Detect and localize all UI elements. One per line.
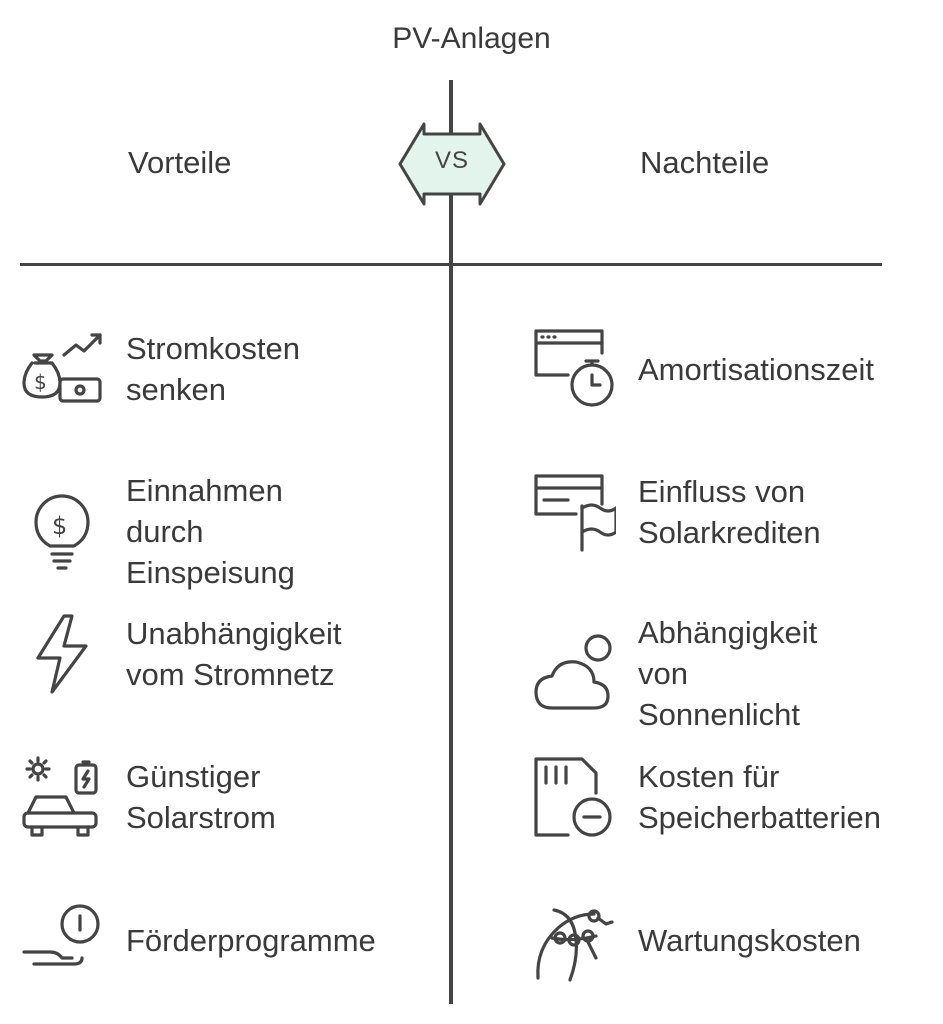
advantage-item: Unabhängigkeit vom Stromnetz	[20, 612, 341, 696]
horizontal-divider	[20, 263, 882, 266]
svg-text:$: $	[52, 512, 67, 540]
disadvantage-item: Einfluss von Solarkrediten	[532, 470, 821, 554]
solar-car-battery-icon	[20, 755, 104, 839]
advantage-label: Günstiger Solarstrom	[126, 759, 276, 835]
disadvantage-item: Amortisationszeit	[532, 327, 874, 411]
advantage-item: $ Stromkosten senken	[20, 327, 300, 411]
disadvantage-item: Wartungskosten	[532, 898, 861, 982]
advantage-item: Günstiger Solarstrom	[20, 755, 276, 839]
svg-text:$: $	[34, 370, 47, 394]
network-nodes-icon	[532, 898, 616, 982]
vertical-divider	[449, 80, 453, 1004]
disadvantage-label: Amortisationszeit	[638, 351, 875, 387]
disadvantage-label: Wartungskosten	[638, 922, 861, 958]
card-flag-icon	[532, 470, 616, 554]
cloud-sun-icon	[532, 632, 616, 716]
disadvantage-item: Kosten für Speicherbatterien	[532, 755, 881, 839]
disadvantage-label: Abhängigkeit von Sonnenlicht	[638, 615, 818, 732]
hand-coin-icon	[20, 898, 104, 982]
disadvantage-label: Einfluss von Solarkrediten	[638, 474, 821, 550]
window-stopwatch-icon	[532, 327, 616, 411]
advantage-item: $ Einnahmen durch Einspeisung	[20, 470, 295, 593]
advantage-label: Stromkosten senken	[126, 331, 301, 407]
diagram-title: PV-Anlagen	[392, 22, 551, 55]
lightning-icon	[20, 612, 104, 696]
vs-label: VS	[434, 147, 469, 174]
dollar-lightbulb-icon: $	[20, 490, 104, 574]
disadvantage-item: Abhängigkeit von Sonnenlicht	[532, 612, 817, 735]
disadvantage-label: Kosten für Speicherbatterien	[638, 759, 881, 835]
advantage-label: Einnahmen durch Einspeisung	[126, 473, 295, 590]
heading-vorteile: Vorteile	[128, 145, 232, 180]
advantage-label: Förderprogramme	[126, 922, 376, 958]
sdcard-minus-icon	[532, 755, 616, 839]
vs-badge-icon	[398, 122, 506, 206]
money-bag-growth-icon: $	[20, 327, 104, 411]
heading-nachteile: Nachteile	[640, 145, 770, 180]
advantage-label: Unabhängigkeit vom Stromnetz	[126, 616, 342, 692]
advantage-item: Förderprogramme	[20, 898, 376, 982]
